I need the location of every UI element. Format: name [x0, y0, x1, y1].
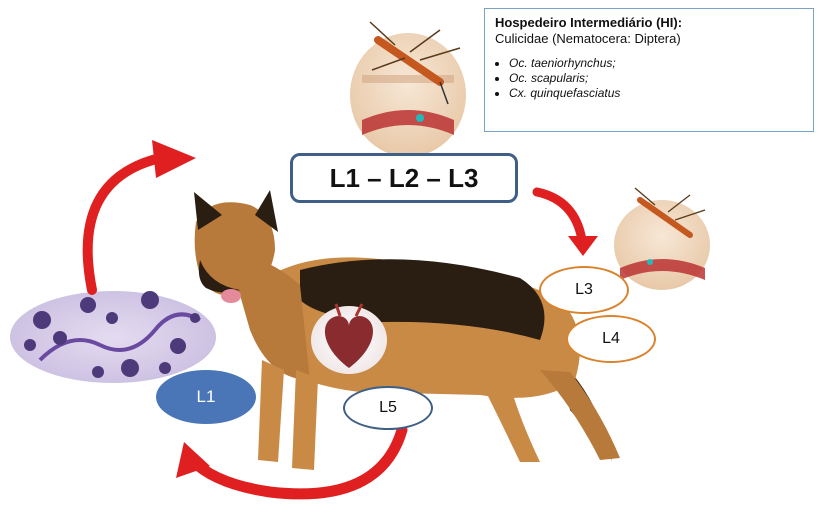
mosquito-small-icon: [614, 188, 710, 290]
stage-l4-oval: L4: [566, 315, 656, 363]
microfilaria-slide-icon: [10, 291, 216, 383]
stage-l3-oval: L3: [539, 266, 629, 314]
species-item: Oc. taeniorhynchus;: [509, 56, 803, 70]
arrow-right-down: [537, 192, 582, 240]
arrowhead-top: [152, 140, 196, 178]
intermediate-host-box: Hospedeiro Intermediário (HI): Culicidae…: [484, 8, 814, 132]
species-item: Oc. scapularis;: [509, 71, 803, 85]
mosquito-skin-icon: [350, 22, 466, 157]
stage-l1-oval: L1: [156, 370, 256, 424]
species-item: Cx. quinquefasciatus: [509, 86, 803, 100]
host-family: Culicidae (Nematocera: Diptera): [495, 31, 803, 46]
arrowhead-right: [568, 236, 598, 256]
larval-stages-box: L1 – L2 – L3: [290, 153, 518, 203]
host-title: Hospedeiro Intermediário (HI):: [495, 15, 803, 30]
stage-l5-oval: L5: [343, 386, 433, 430]
species-list: Oc. taeniorhynchus; Oc. scapularis; Cx. …: [495, 56, 803, 100]
arrow-left-up: [88, 158, 160, 290]
